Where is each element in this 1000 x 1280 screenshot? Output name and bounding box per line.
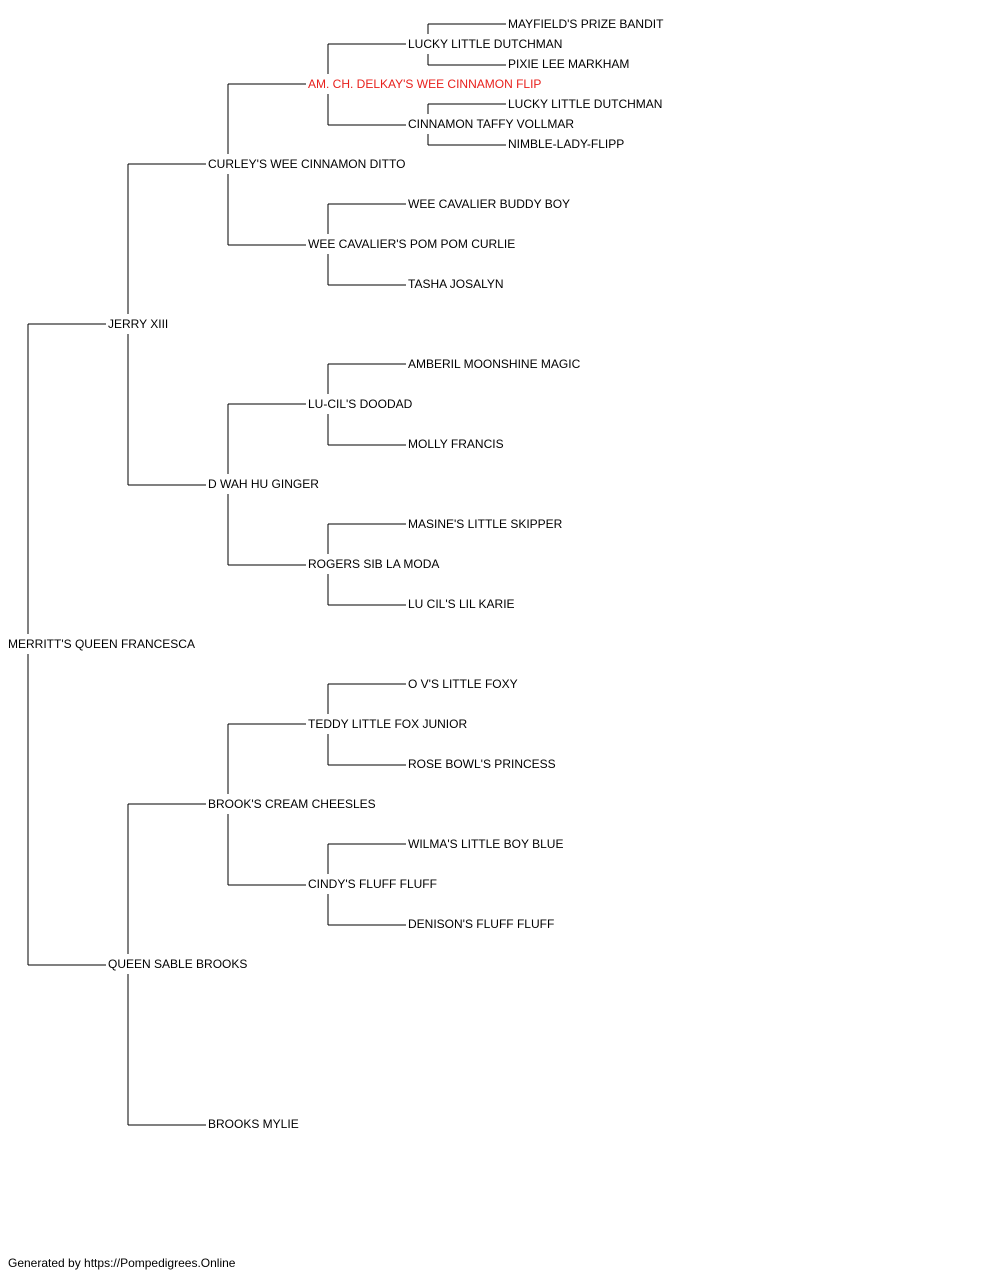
dog-name-am-ch-delkay-s-wee-cinnamon-flip: AM. CH. DELKAY'S WEE CINNAMON FLIP (308, 77, 541, 91)
dog-name-wee-cavalier-s-pom-pom-curlie: WEE CAVALIER'S POM POM CURLIE (308, 237, 515, 251)
dog-name-mayfield-s-prize-bandit: MAYFIELD'S PRIZE BANDIT (508, 17, 664, 31)
dog-name-jerry-xiii: JERRY XIII (108, 317, 168, 331)
dog-name-wee-cavalier-buddy-boy: WEE CAVALIER BUDDY BOY (408, 197, 570, 211)
dog-name-teddy-little-fox-junior: TEDDY LITTLE FOX JUNIOR (308, 717, 467, 731)
dog-name-brook-s-cream-cheesles: BROOK'S CREAM CHEESLES (208, 797, 376, 811)
dog-name-curley-s-wee-cinnamon-ditto: CURLEY'S WEE CINNAMON DITTO (208, 157, 405, 171)
dog-name-nimble-lady-flipp: NIMBLE-LADY-FLIPP (508, 137, 624, 151)
dog-name-lu-cil-s-lil-karie: LU CIL'S LIL KARIE (408, 597, 515, 611)
dog-name-rose-bowl-s-princess: ROSE BOWL'S PRINCESS (408, 757, 556, 771)
dog-name-masine-s-little-skipper: MASINE'S LITTLE SKIPPER (408, 517, 563, 531)
generated-by-footer: Generated by https://Pompedigrees.Online (8, 1256, 236, 1270)
dog-name-lucky-little-dutchman: LUCKY LITTLE DUTCHMAN (508, 97, 662, 111)
dog-name-denison-s-fluff-fluff: DENISON'S FLUFF FLUFF (408, 917, 554, 931)
dog-name-lucky-little-dutchman: LUCKY LITTLE DUTCHMAN (408, 37, 562, 51)
dog-name-cinnamon-taffy-vollmar: CINNAMON TAFFY VOLLMAR (408, 117, 574, 131)
dog-name-lu-cil-s-doodad: LU-CIL'S DOODAD (308, 397, 413, 411)
dog-name-d-wah-hu-ginger: D WAH HU GINGER (208, 477, 319, 491)
dog-name-brooks-mylie: BROOKS MYLIE (208, 1117, 299, 1131)
dog-name-amberil-moonshine-magic: AMBERIL MOONSHINE MAGIC (408, 357, 581, 371)
dog-name-molly-francis: MOLLY FRANCIS (408, 437, 504, 451)
dog-name-queen-sable-brooks: QUEEN SABLE BROOKS (108, 957, 247, 971)
dog-name-rogers-sib-la-moda: ROGERS SIB LA MODA (308, 557, 439, 571)
dog-name-pixie-lee-markham: PIXIE LEE MARKHAM (508, 57, 629, 71)
dog-name-cindy-s-fluff-fluff: CINDY'S FLUFF FLUFF (308, 877, 437, 891)
dog-name-wilma-s-little-boy-blue: WILMA'S LITTLE BOY BLUE (408, 837, 563, 851)
dog-name-merritt-s-queen-francesca: MERRITT'S QUEEN FRANCESCA (8, 637, 195, 651)
dog-name-tasha-josalyn: TASHA JOSALYN (408, 277, 504, 291)
dog-name-o-v-s-little-foxy: O V'S LITTLE FOXY (408, 677, 518, 691)
